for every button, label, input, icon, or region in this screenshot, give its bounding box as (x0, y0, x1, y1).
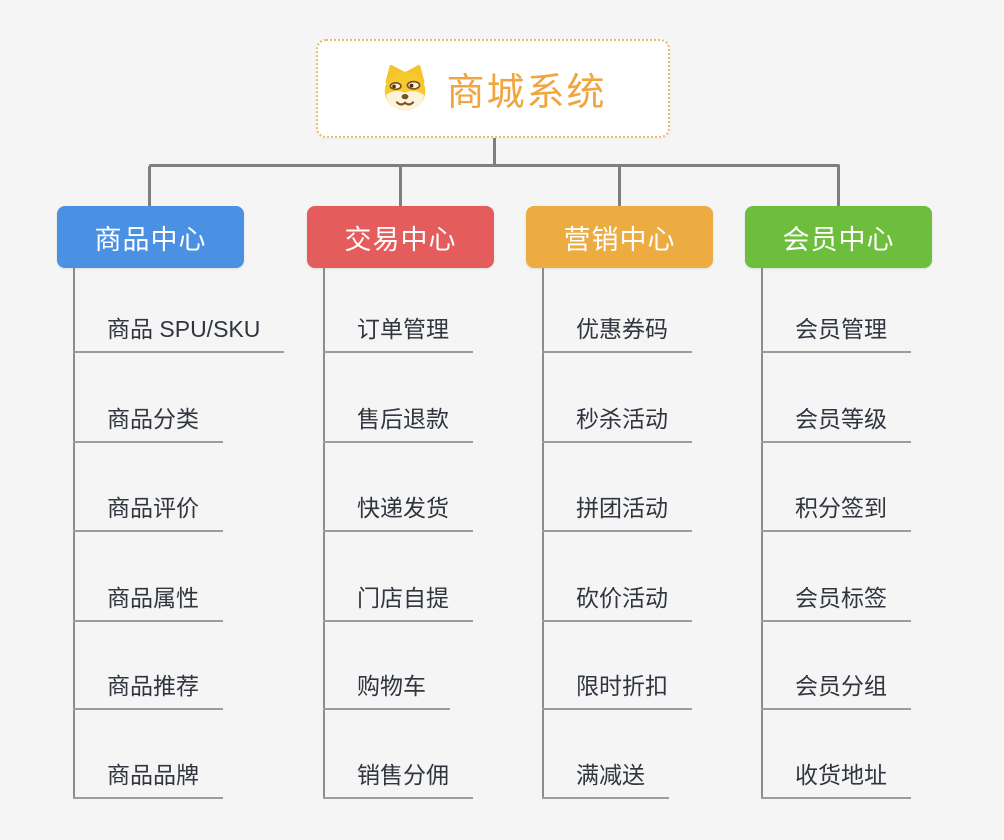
branch-spine (542, 268, 544, 799)
leaf-item[interactable]: 限时折扣 (542, 664, 692, 710)
branch-header-marketing-center[interactable]: 营销中心 (526, 206, 713, 268)
branch-label: 会员中心 (782, 224, 895, 255)
leaf-item[interactable]: 会员分组 (761, 664, 911, 710)
branch-header-trade-center[interactable]: 交易中心 (307, 206, 494, 268)
connector-drop-trade (399, 166, 402, 208)
root-node[interactable]: 商城系统 (316, 39, 670, 138)
leaf-item[interactable]: 积分签到 (761, 486, 911, 532)
leaf-item[interactable]: 商品 SPU/SKU (73, 307, 285, 353)
connector-horizontal-bar (149, 164, 840, 167)
branch-column-marketing: 营销中心 优惠券码 秒杀活动 拼团活动 砍价活动 限时折扣 满减送 (526, 0, 776, 840)
leaf-item[interactable]: 商品分类 (73, 397, 223, 443)
leaf-item[interactable]: 会员等级 (761, 397, 911, 443)
root-title: 商城系统 (446, 72, 607, 114)
branch-column-trade: 交易中心 订单管理 售后退款 快递发货 门店自提 购物车 销售分佣 (307, 0, 557, 840)
leaf-item[interactable]: 购物车 (323, 664, 450, 710)
branch-header-member-center[interactable]: 会员中心 (745, 206, 932, 268)
branch-column-member: 会员中心 会员管理 会员等级 积分签到 会员标签 会员分组 收货地址 (745, 0, 995, 840)
leaf-item[interactable]: 会员管理 (761, 307, 911, 353)
leaf-item[interactable]: 商品评价 (73, 486, 223, 532)
leaf-item[interactable]: 拼团活动 (542, 486, 692, 532)
leaf-item[interactable]: 会员标签 (761, 576, 911, 622)
connector-drop-member (837, 166, 840, 208)
leaf-item[interactable]: 收货地址 (761, 753, 911, 799)
leaf-item[interactable]: 优惠券码 (542, 307, 692, 353)
branch-spine (761, 268, 763, 799)
leaf-item[interactable]: 秒杀活动 (542, 397, 692, 443)
connector-drop-product (148, 166, 151, 208)
branch-label: 商品中心 (94, 224, 207, 255)
connector-drop-marketing (618, 166, 621, 208)
leaf-item[interactable]: 售后退款 (323, 397, 473, 443)
branch-label: 营销中心 (563, 224, 676, 255)
connector-root-stub (493, 138, 496, 165)
leaf-item[interactable]: 商品推荐 (73, 664, 223, 710)
leaf-item[interactable]: 砍价活动 (542, 576, 692, 622)
branch-header-product-center[interactable]: 商品中心 (57, 206, 244, 268)
leaf-item[interactable]: 快递发货 (323, 486, 473, 532)
leaf-item[interactable]: 商品品牌 (73, 753, 223, 799)
leaf-item[interactable]: 满减送 (542, 753, 669, 799)
branch-label: 交易中心 (344, 224, 457, 255)
branch-spine (323, 268, 325, 799)
shiba-dog-icon (379, 64, 431, 113)
leaf-item[interactable]: 门店自提 (323, 576, 473, 622)
branch-spine (73, 268, 75, 799)
leaf-item[interactable]: 销售分佣 (323, 753, 473, 799)
branch-column-product: 商品中心 商品 SPU/SKU 商品分类 商品评价 商品属性 商品推荐 商品品牌 (57, 0, 307, 840)
leaf-item[interactable]: 商品属性 (73, 576, 223, 622)
leaf-item[interactable]: 订单管理 (323, 307, 473, 353)
